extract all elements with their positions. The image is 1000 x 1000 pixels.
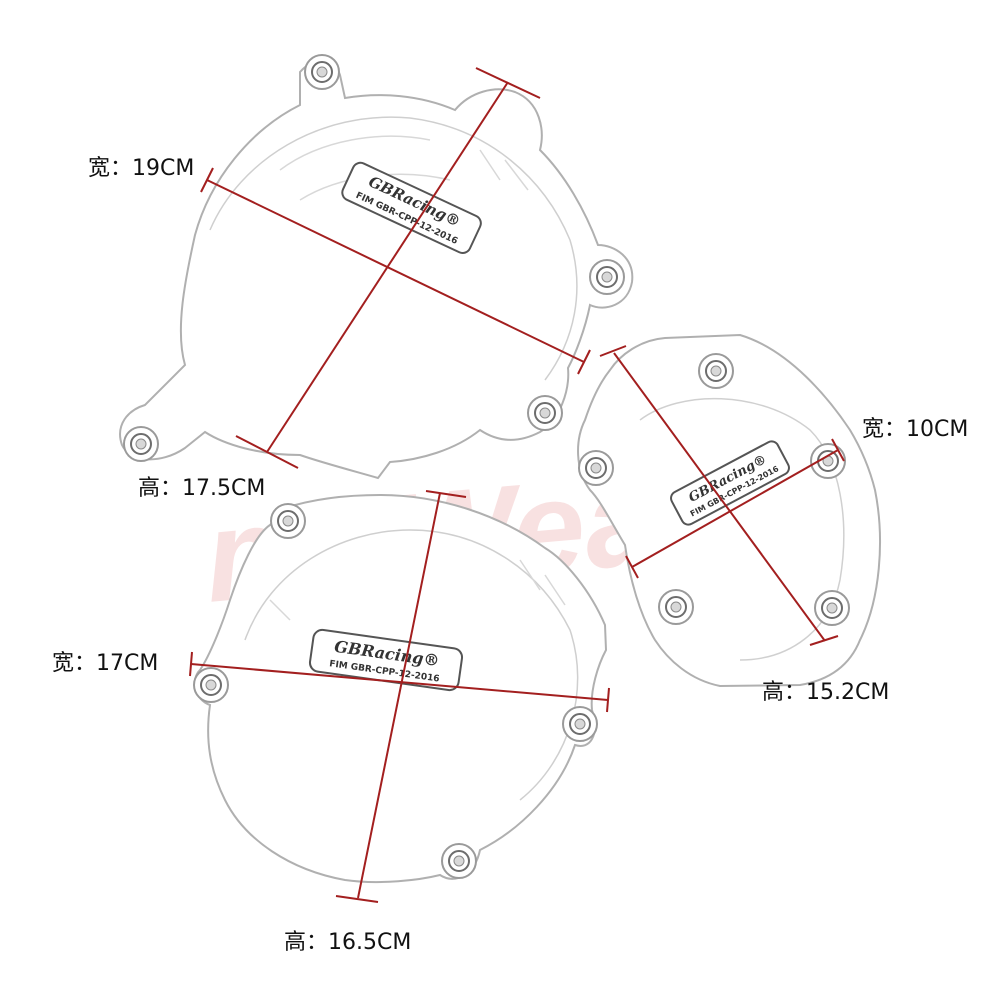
height-value: 17.5CM (182, 476, 266, 501)
small-cover-width-tick-end (831, 438, 845, 462)
medium-cover-height-label: 高：16.5CM (284, 924, 411, 956)
width-value: 19CM (132, 156, 195, 181)
large-cover-width-tick-end (577, 349, 591, 375)
small-cover-bolt-hole-bottom-left (658, 589, 694, 625)
medium-engine-cover: GBRacing® FIM GBR-CPP-12-2016 (189, 490, 610, 903)
large-cover-height-line (266, 81, 509, 453)
large-cover-bolt-hole-bottom-right (527, 395, 563, 431)
medium-cover-bolt-hole-top (270, 503, 306, 539)
height-value: 15.2CM (806, 680, 890, 705)
small-cover-height-tick-start (599, 345, 627, 357)
large-cover-width-label: 宽：19CM (88, 150, 194, 182)
medium-cover-width-label: 宽：17CM (52, 645, 158, 677)
medium-cover-width-line (190, 663, 609, 701)
height-prefix: 高： (284, 930, 329, 955)
medium-cover-ribs (269, 559, 566, 621)
large-engine-cover: GBRacing® FIM GBR-CPP-12-2016 (119, 54, 634, 480)
large-cover-bolt-hole-top (304, 54, 340, 90)
large-cover-outline (119, 59, 634, 480)
width-prefix: 宽： (862, 417, 907, 442)
medium-cover-height-line (357, 492, 441, 899)
medium-cover-bolt-hole-bottom (441, 843, 477, 879)
height-prefix: 高： (138, 476, 183, 501)
medium-cover-height-tick-start (425, 490, 467, 498)
small-cover-width-tick-start (625, 555, 639, 579)
small-cover-bolt-hole-top (698, 353, 734, 389)
small-engine-cover: GBRacing® FIM GBR-CPP-12-2016 (577, 333, 881, 688)
height-value: 16.5CM (328, 930, 412, 955)
small-cover-bolt-hole-bottom-right (814, 590, 850, 626)
small-cover-width-label: 宽：10CM (862, 411, 968, 443)
medium-cover-width-tick-end (606, 687, 610, 713)
small-cover-height-tick-end (809, 635, 839, 646)
medium-cover-height-tick-end (335, 895, 379, 903)
small-cover-bolt-hole-right (810, 443, 846, 479)
large-cover-width-line (206, 179, 585, 363)
width-prefix: 宽： (52, 651, 97, 676)
small-cover-height-line (613, 352, 826, 642)
small-cover-bolt-hole-left (578, 450, 614, 486)
small-cover-inner-rim (639, 397, 845, 661)
medium-cover-bolt-hole-right (562, 706, 598, 742)
large-cover-bolt-hole-left (123, 426, 159, 462)
width-value: 17CM (96, 651, 159, 676)
small-cover-height-label: 高：15.2CM (762, 674, 889, 706)
width-prefix: 宽： (88, 156, 133, 181)
large-cover-height-tick-end (235, 435, 299, 469)
large-cover-inner-rim (209, 116, 578, 381)
large-cover-width-tick-start (200, 167, 214, 193)
large-cover-height-tick-start (475, 67, 541, 99)
medium-cover-bolt-hole-left (193, 667, 229, 703)
large-cover-bolt-hole-right (589, 259, 625, 295)
large-cover-height-label: 高：17.5CM (138, 470, 265, 502)
medium-cover-width-tick-start (189, 651, 193, 677)
small-cover-width-line (631, 449, 839, 568)
height-prefix: 高： (762, 680, 807, 705)
width-value: 10CM (906, 417, 969, 442)
